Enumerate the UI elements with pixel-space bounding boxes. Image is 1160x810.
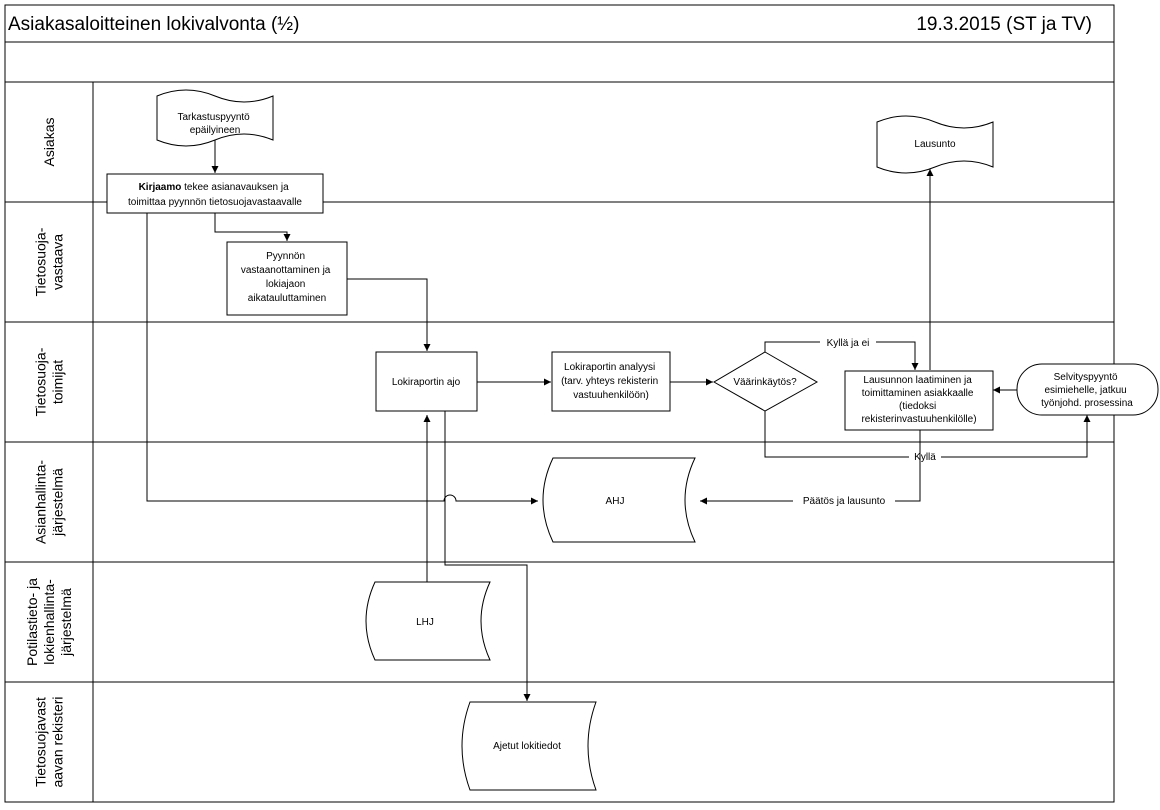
edge-label-bg: [909, 451, 941, 463]
lane-label-asiakas: Asiakas: [41, 117, 57, 166]
tarkastuspyynto-shape: [156, 89, 274, 147]
analyysi-label: Lokiraportin analyysi (tarv. yhteys reki…: [561, 362, 661, 401]
selvityspyynto-label: Selvityspyyntö esimiehelle, jatkuu työnj…: [1041, 372, 1133, 409]
lane-label-rekisteri: Tietosuojavastaavan rekisteri: [33, 696, 66, 787]
tarkastuspyynto-label: Tarkastuspyyntö epäilyineen: [177, 112, 252, 136]
lausunnon-label: Lausunnon laatiminen ja toimittaminen as…: [861, 375, 976, 425]
ahj-label: AHJ: [606, 496, 625, 507]
lhj-storage: [365, 581, 491, 661]
lausunto-label: Lausunto: [914, 139, 956, 150]
lane-labels: AsiakasTietosuoja-vastaavaTietosuoja-toi…: [24, 117, 74, 787]
lausunnon-box: [844, 370, 994, 431]
kirjaamo-box: [106, 173, 324, 214]
kirjaamo-label: Kirjaamo tekee asianavauksen ja toimitta…: [128, 182, 302, 208]
selvityspyynto-shape: [1016, 363, 1159, 416]
edge-kirjaamo-to-pyynnon: [214, 213, 291, 241]
lausunto-shape: [876, 115, 994, 174]
edge-label-bg: [793, 495, 895, 507]
lokiraportin-ajo-label: Lokiraportin ajo: [392, 377, 461, 388]
edge-pyynnon-to-ajo: [347, 278, 431, 351]
edge-label-paatos: Päätös ja lausunto: [803, 496, 886, 507]
ajetut-lokitiedot-shape: [461, 701, 597, 791]
analyysi-box: [551, 351, 671, 412]
ahj-storage: [542, 457, 696, 543]
vaarinkaytos-label: Väärinkäytös?: [733, 377, 797, 388]
pyynnon-box: [226, 241, 348, 316]
edge-kirjaamo-to-ahj: [146, 213, 538, 505]
diagram-title: Asiakasaloitteinen lokivalvonta (½): [8, 14, 300, 35]
lane-label-lhj-lane: Potilastieto- jalokienhallinta-järjestel…: [24, 578, 74, 666]
lane-label-tietosuojatoimijat: Tietosuoja-toimijat: [33, 347, 66, 416]
pyynnon-label: Pyynnön vastaanottaminen ja lokiajaon ai…: [241, 251, 333, 304]
edge-label-kylla-ja-ei: Kyllä ja ei: [827, 338, 870, 349]
lhj-label: LHJ: [416, 617, 434, 628]
edge-label-kylla: Kyllä: [914, 452, 936, 463]
edge-ajo-to-ajetut: [444, 411, 531, 701]
diagram-date: 19.3.2015 (ST ja TV): [916, 14, 1092, 35]
ajetut-lokitiedot-label: Ajetut lokitiedot: [493, 741, 561, 752]
edge-lausunnon-to-ahj: [700, 430, 921, 505]
lane-label-tietosuojavastaava: Tietosuoja-vastaava: [33, 227, 66, 296]
lokiraportin-ajo-box: [375, 351, 478, 412]
vaarinkaytos-decision: [713, 351, 819, 412]
lane-label-ahj-lane: Asianhallinta-järjestelmä: [33, 460, 66, 544]
edge-label-bg: [820, 336, 876, 348]
